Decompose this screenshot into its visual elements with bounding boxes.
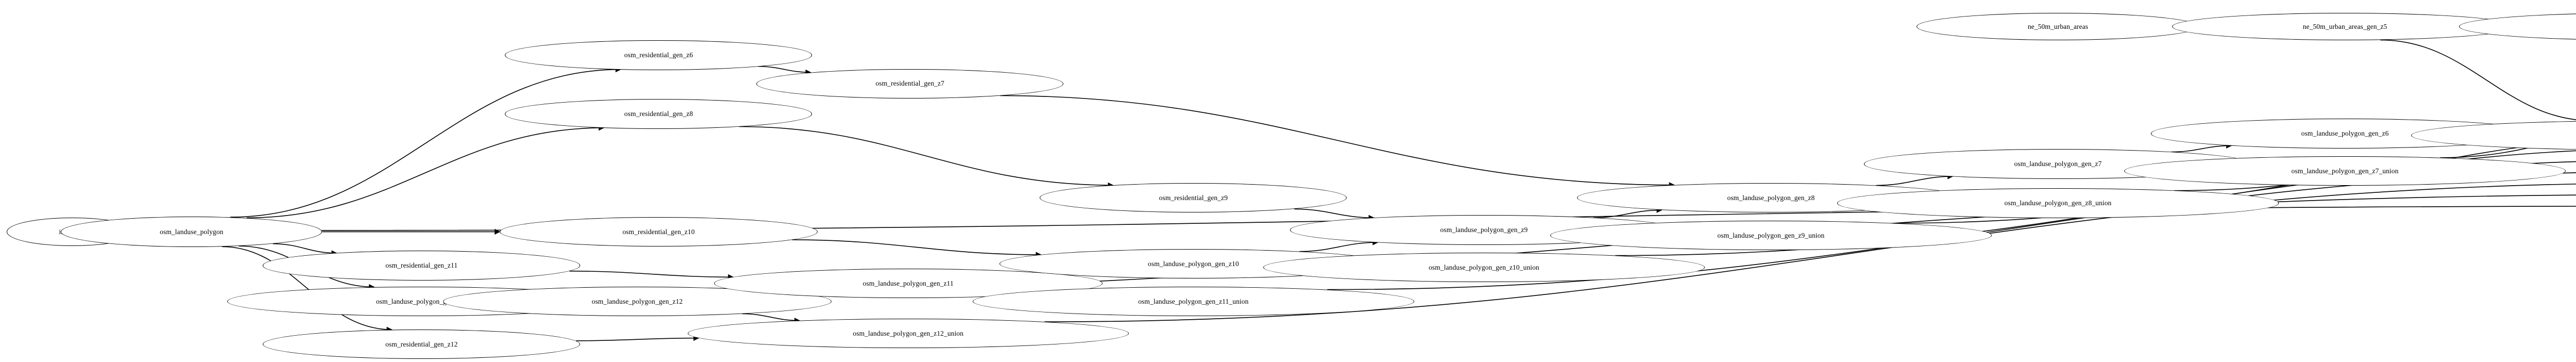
graph-node-label: osm_landuse_polygon xyxy=(160,227,224,236)
graph-node-osm-residential-gen-z7[interactable]: osm_residential_gen_z7 xyxy=(756,69,1064,98)
graph-edge xyxy=(230,67,621,218)
graph-node-label: osm_landuse_polygon_gen_z8_union xyxy=(2004,199,2112,207)
graph-node-label: osm_landuse_polygon_gen_z9_union xyxy=(1717,231,1825,239)
graph-node-label: osm_landuse_polygon_gen_z10_union xyxy=(1428,263,1539,271)
graph-node-label: osm_landuse_polygon_gen_z9 xyxy=(1440,226,1528,234)
graph-node-osm-residential-gen-z11[interactable]: osm_residential_gen_z11 xyxy=(262,251,581,281)
graph-node-ne-50m-urban-areas-gen-z4[interactable]: ne_50m_urban_areas_gen_z4 xyxy=(2459,12,2576,41)
graph-edge xyxy=(1294,208,1375,221)
graph-edge xyxy=(569,270,734,280)
graph-edge xyxy=(1593,207,1663,219)
graph-edge xyxy=(742,313,801,324)
graph-edge xyxy=(246,125,605,219)
graph-node-ne-50m-urban-areas-gen-z5[interactable]: ne_50m_urban_areas_gen_z5 xyxy=(2172,12,2518,41)
graph-node-label: osm_landuse_polygon_gen_z12_union xyxy=(853,329,964,337)
graph-node-osm-landuse-polygon-gen-z9-union[interactable]: osm_landuse_polygon_gen_z9_union xyxy=(1550,220,1992,250)
graph-edge xyxy=(576,335,700,341)
graph-node-label: osm_landuse_polygon_gen_z12 xyxy=(591,297,683,305)
graph-node-osm-residential-gen-z12[interactable]: osm_residential_gen_z12 xyxy=(262,329,581,359)
graph-edge xyxy=(1299,239,1379,252)
graph-node-label: osm_landuse_polygon_gen_z11_union xyxy=(1138,297,1249,305)
graph-node-osm-residential-gen-z9[interactable]: osm_residential_gen_z9 xyxy=(1040,183,1347,213)
graph-node-label: osm_landuse_polygon_gen_z7 xyxy=(2014,160,2102,168)
graph-node-osm-residential-gen-z8[interactable]: osm_residential_gen_z8 xyxy=(505,99,812,129)
graph-node-osm-landuse-polygon-gen-z10-union[interactable]: osm_landuse_polygon_gen_z10_union xyxy=(1263,252,1705,283)
graph-node-label: osm_landuse_polygon_gen_z7_union xyxy=(2291,167,2399,175)
graph-node-ne-50m-urban-areas[interactable]: ne_50m_urban_areas xyxy=(1917,12,2199,41)
graph-edge xyxy=(758,65,811,75)
graph-node-label: ne_50m_urban_areas xyxy=(2027,22,2089,30)
graph-node-osm-landuse-polygon-gen-z12-union[interactable]: osm_landuse_polygon_gen_z12_union xyxy=(687,318,1129,349)
graph-node-label: osm_residential_gen_z10 xyxy=(622,227,695,236)
graph-node-label: ne_50m_urban_areas_gen_z5 xyxy=(2302,22,2387,30)
graph-edge xyxy=(1000,95,1675,188)
graph-edge xyxy=(273,243,337,256)
graph-edge xyxy=(1876,173,1954,186)
graph-node-label: osm_residential_gen_z9 xyxy=(1159,193,1228,202)
graph-node-label: osm_residential_gen_z8 xyxy=(624,110,693,118)
graph-node-label: osm_landuse_polygon_gen_z10 xyxy=(1148,259,1239,268)
graph-node-label: osm_residential_gen_z7 xyxy=(875,79,944,88)
graph-node-osm-landuse-polygon-gen-z7-union[interactable]: osm_landuse_polygon_gen_z7_union xyxy=(2124,156,2566,186)
graph-node-label: osm_residential_gen_z11 xyxy=(385,261,458,270)
graph-node-osm-landuse-polygon[interactable]: osm_landuse_polygon xyxy=(61,216,323,248)
graph-node-label: osm_landuse_polygon_gen_z8 xyxy=(1727,193,1815,202)
graph-node-osm-residential-gen-z10[interactable]: osm_residential_gen_z10 xyxy=(500,217,818,247)
graph-edge xyxy=(2380,39,2576,120)
graph-node-label: osm_residential_gen_z6 xyxy=(624,51,693,59)
graph-node-osm-landuse-polygon-gen-z11-union[interactable]: osm_landuse_polygon_gen_z11_union xyxy=(973,286,1414,317)
graph-node-label: osm_landuse_polygon_gen_z6 xyxy=(2301,129,2389,138)
graph-edge xyxy=(2171,142,2232,153)
graph-node-osm-landuse-polygon-gen-z8-union[interactable]: osm_landuse_polygon_gen_z8_union xyxy=(1837,188,2279,218)
graph-edge xyxy=(792,239,1042,258)
graph-edge xyxy=(739,126,1114,188)
graph-node-label: osm_landuse_polygon_gen_z11 xyxy=(862,279,954,287)
graph-node-label: osm_residential_gen_z12 xyxy=(385,340,458,348)
graph-node-osm-residential-gen-z6[interactable]: osm_residential_gen_z6 xyxy=(505,40,812,70)
